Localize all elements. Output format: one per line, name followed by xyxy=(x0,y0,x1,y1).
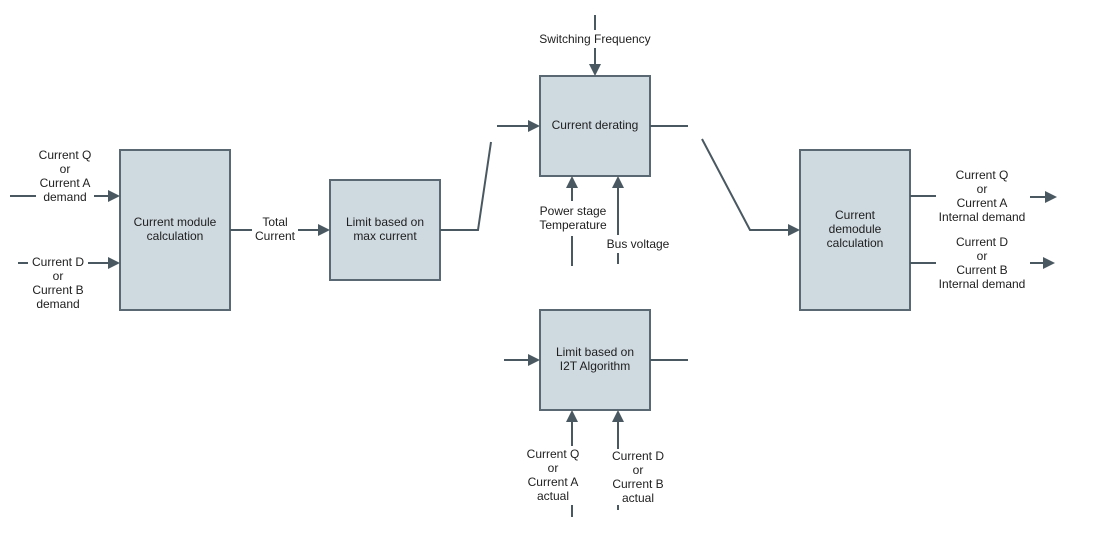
current-d-actual-label-line: actual xyxy=(622,491,654,505)
bus-voltage-label-line: Bus voltage xyxy=(607,237,670,251)
current-derating-label-line: Current derating xyxy=(552,118,639,132)
current-demodule-label-line: demodule xyxy=(829,222,882,236)
total-current-label-line: Current xyxy=(255,229,296,243)
current-derating-label: Current derating xyxy=(552,118,639,132)
current-module-label-line: calculation xyxy=(147,229,204,243)
derating-input-arrow xyxy=(497,120,540,132)
input-d-demand-label-line: or xyxy=(53,269,64,283)
demodule-input-arrow xyxy=(701,138,800,236)
power-temp-arrow xyxy=(566,176,578,266)
limit-i2t-label-line: Limit based on xyxy=(556,345,634,359)
output-d-internal-label-line: Internal demand xyxy=(939,277,1026,291)
current-q-actual-label-line: actual xyxy=(537,489,569,503)
output-q-internal-label-line: Current Q xyxy=(956,168,1009,182)
current-demodule-label-line: calculation xyxy=(827,236,884,250)
current-d-actual-arrow xyxy=(612,410,624,510)
total-current-arrow xyxy=(230,224,330,236)
limit-max-current-label-line: Limit based on xyxy=(346,215,424,229)
current-q-actual-arrow xyxy=(566,410,578,517)
output-d-internal-label-line: or xyxy=(977,249,988,263)
current-d-actual-label-line: Current B xyxy=(612,477,663,491)
output-q-internal-label-line: Internal demand xyxy=(939,210,1026,224)
input-d-demand-label-line: Current B xyxy=(32,283,83,297)
input-q-arrow xyxy=(10,190,120,202)
switching-frequency-arrow xyxy=(589,15,601,76)
output-d-arrow xyxy=(910,257,1055,269)
output-d-internal-label-line: Current D xyxy=(956,235,1008,249)
max-current-output-wire xyxy=(440,141,492,231)
power-stage-temperature-label-line: Temperature xyxy=(539,218,607,232)
current-module-label-line: Current module xyxy=(134,215,217,229)
current-demodule-label-line: Current xyxy=(835,208,876,222)
current-derating-block: Current derating xyxy=(539,75,651,177)
current-q-actual-label-line: Current A xyxy=(528,475,579,489)
input-q-demand-label-line: or xyxy=(60,162,71,176)
input-q-demand-label-line: demand xyxy=(43,190,86,204)
output-d-internal-label-line: Current B xyxy=(956,263,1007,277)
output-q-internal-label-line: or xyxy=(977,182,988,196)
power-stage-temperature-label-line: Power stage xyxy=(540,204,607,218)
output-q-internal-label-line: Current A xyxy=(957,196,1008,210)
input-q-demand-label-line: Current A xyxy=(40,176,91,190)
input-q-demand-label-line: Current Q xyxy=(39,148,92,162)
current-d-actual-label-line: or xyxy=(633,463,644,477)
input-d-demand-label-line: Current D xyxy=(32,255,84,269)
limit-max-current-label-line: max current xyxy=(353,229,417,243)
current-q-actual-label-line: Current Q xyxy=(527,447,580,461)
output-q-arrow xyxy=(910,191,1057,203)
i2t-input-arrow xyxy=(504,354,540,366)
switching-frequency-label: Switching Frequency xyxy=(539,32,650,46)
input-d-demand-label-line: demand xyxy=(36,297,79,311)
input-d-arrow xyxy=(18,257,120,269)
limit-i2t-label-line: I2T Algorithm xyxy=(560,359,630,373)
switching-frequency-label-line: Switching Frequency xyxy=(539,32,650,46)
current-d-actual-label-line: Current D xyxy=(612,449,664,463)
bus-voltage-label: Bus voltage xyxy=(607,237,670,251)
current-q-actual-label-line: or xyxy=(548,461,559,475)
bus-voltage-arrow xyxy=(612,176,624,264)
total-current-label-line: Total xyxy=(262,215,287,229)
